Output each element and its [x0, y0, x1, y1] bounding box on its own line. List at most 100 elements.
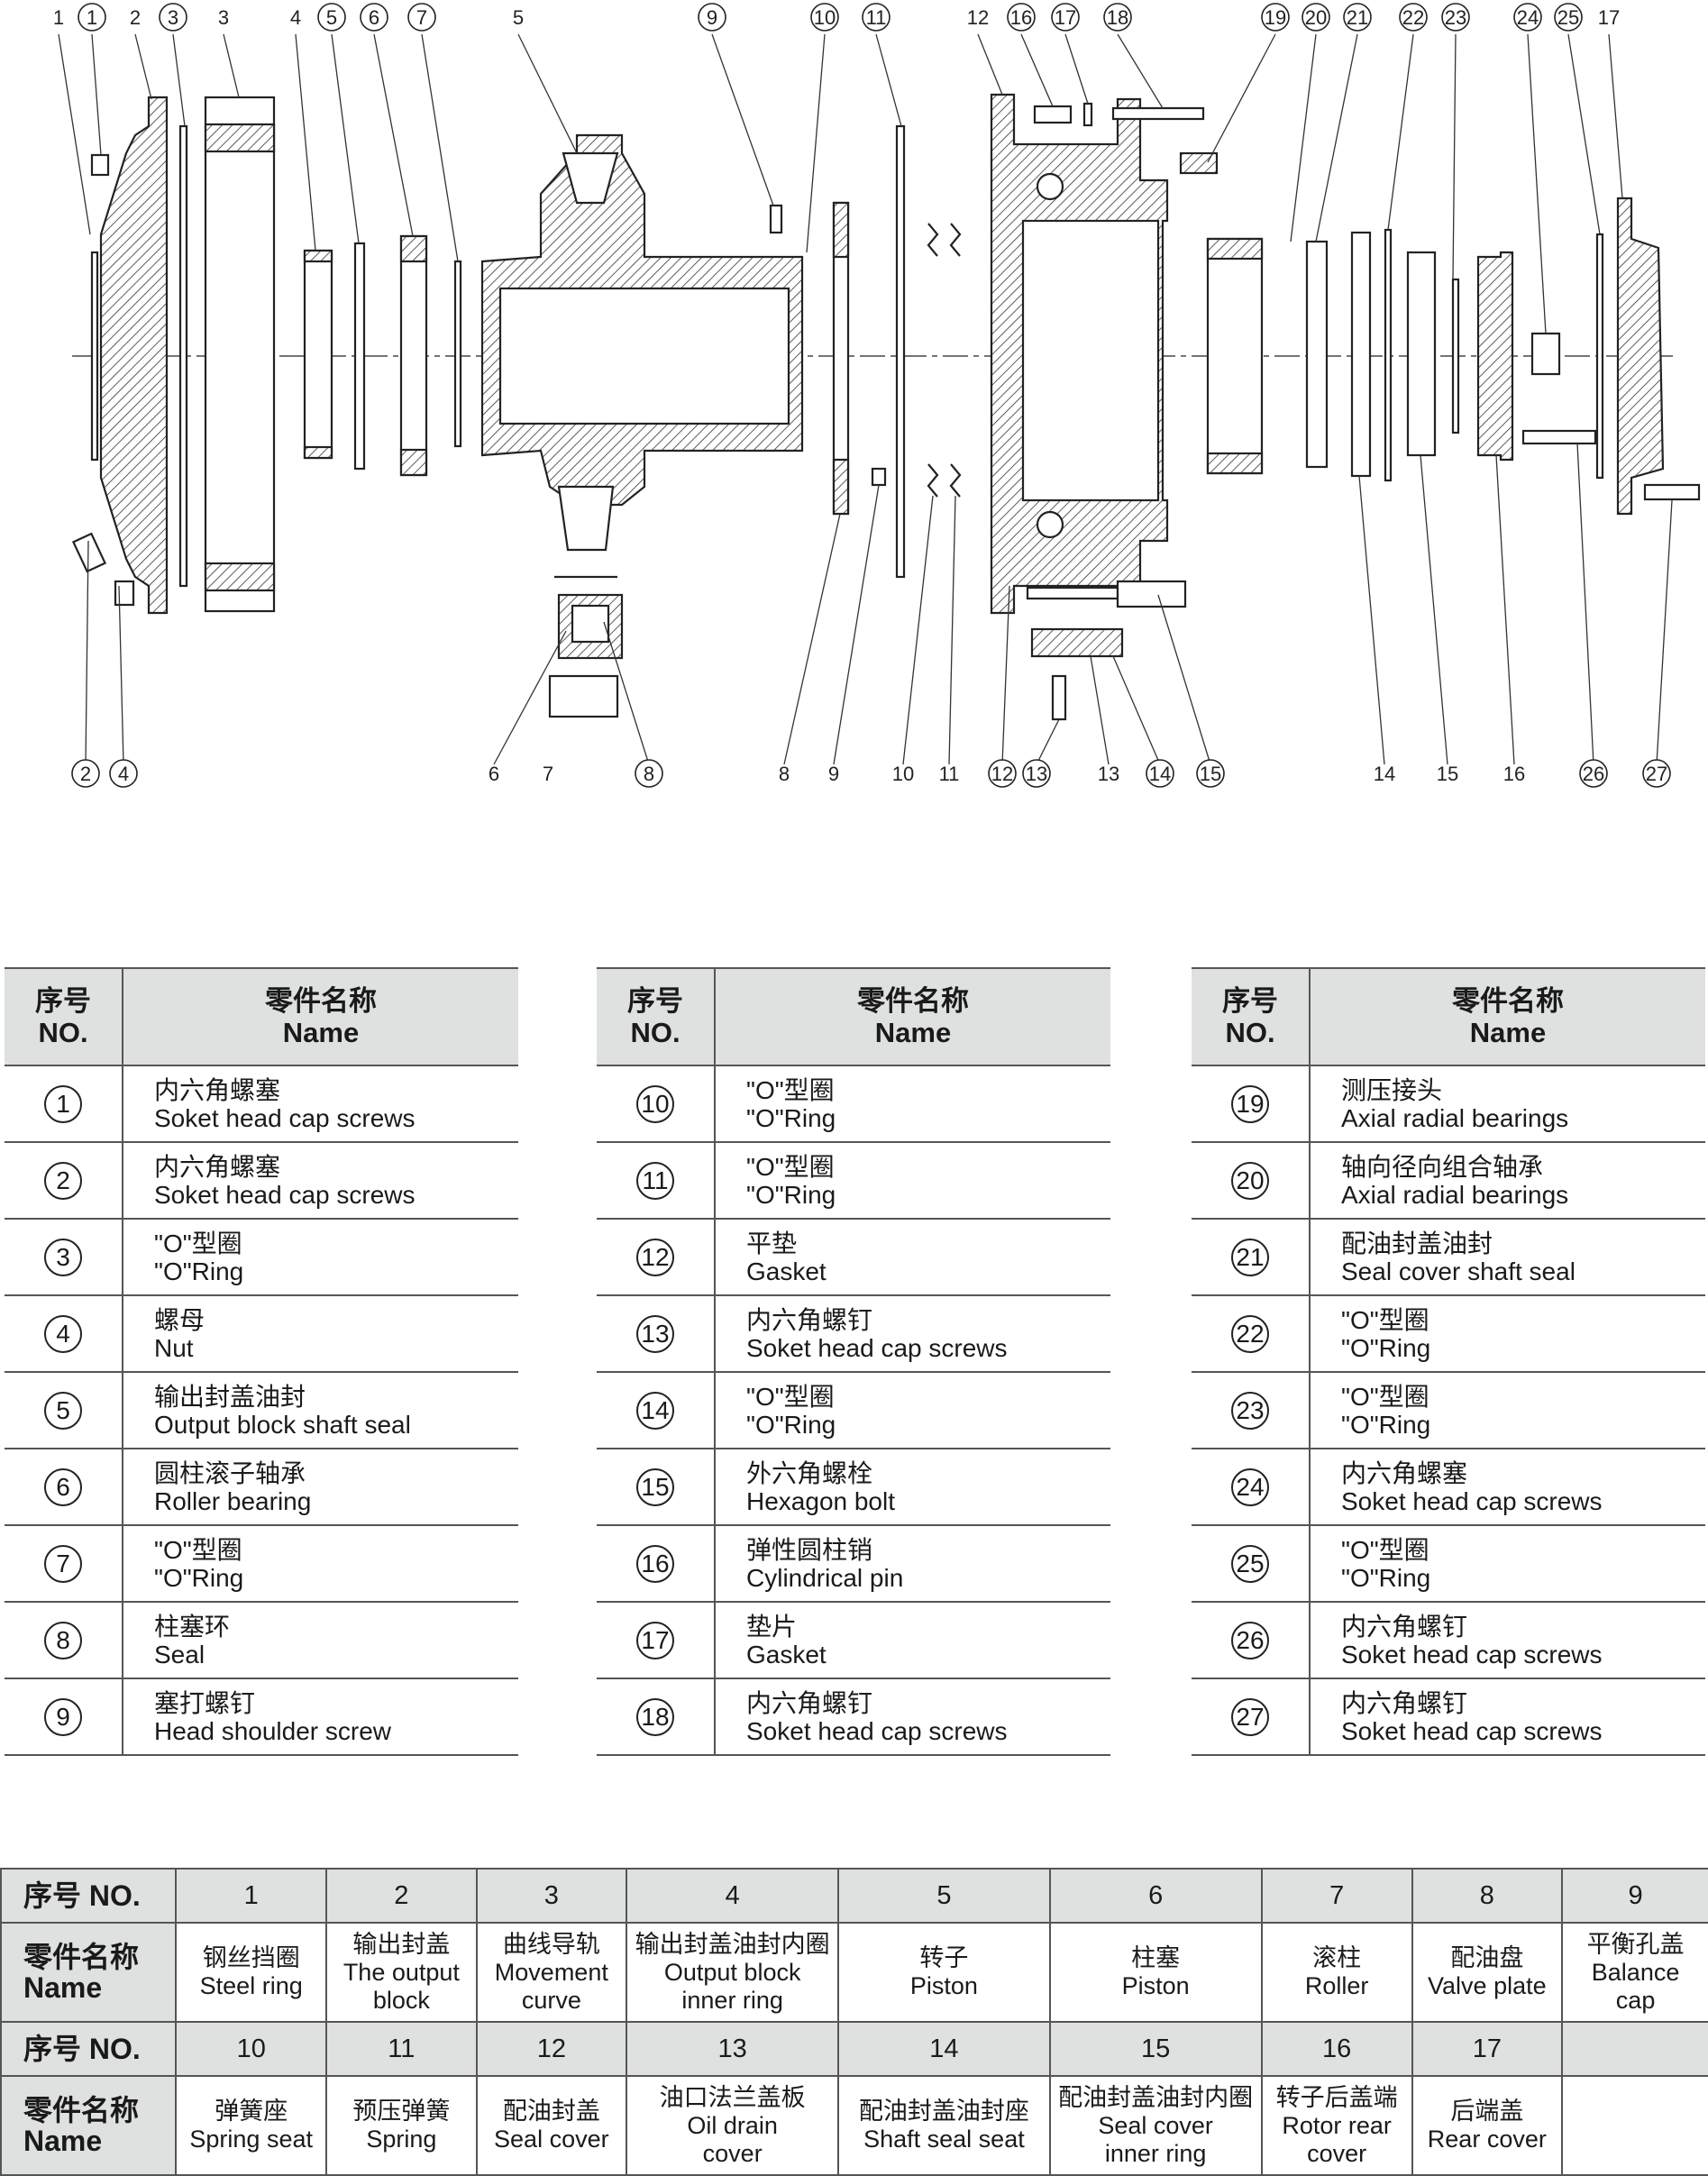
callout-number: 8 — [644, 763, 654, 785]
callout-number: 4 — [118, 763, 129, 785]
leader-line — [295, 33, 316, 251]
callout-number: 19 — [1265, 6, 1286, 29]
callout-circle — [635, 759, 663, 788]
part-number-cell: 6 — [1048, 1868, 1263, 1924]
leader-line — [977, 33, 1003, 96]
part-name-line: 平衡孔盖 — [1586, 1930, 1685, 1958]
part-number-badge: 1 — [44, 1084, 82, 1123]
callout-number: 15 — [1437, 763, 1458, 785]
part-number-cell: 14 — [837, 2021, 1051, 2077]
callout-number: 11 — [939, 763, 960, 785]
part-name-cn: 配油封盖油封 — [1341, 1229, 1493, 1257]
leader-line — [1112, 655, 1161, 765]
header-no-en: NO. — [630, 1017, 680, 1048]
part-name-cn: "O"型圈 — [746, 1075, 835, 1104]
part-number-badge: 21 — [1231, 1238, 1269, 1276]
leader-line — [223, 33, 240, 98]
callout-circle — [1513, 3, 1542, 32]
callout-number: 12 — [991, 763, 1013, 785]
part-name-cn: 内六角螺塞 — [154, 1152, 281, 1181]
callout-number: 7 — [543, 763, 553, 785]
callout-number: 9 — [707, 6, 717, 29]
callout-number: 7 — [416, 6, 427, 29]
callout-number: 10 — [814, 6, 836, 29]
part-name-line: Roller — [1304, 1972, 1369, 1999]
callout-number: 10 — [892, 763, 914, 785]
part-number-cell: 4 — [626, 1868, 840, 1924]
part-name-cn: 弹性圆柱销 — [746, 1535, 873, 1564]
callout-number: 22 — [1402, 6, 1424, 29]
callout-number: 20 — [1305, 6, 1327, 29]
part-number-badge: 11 — [636, 1161, 674, 1200]
callout-number: 3 — [218, 6, 229, 29]
leader-line — [517, 33, 578, 154]
part-name-line: Seal cover — [1098, 2111, 1213, 2139]
part-name-en: Soket head cap screws — [746, 1333, 1008, 1362]
callout-number: 5 — [513, 6, 524, 29]
callout-circle — [1261, 3, 1290, 32]
callout-number: 25 — [1557, 6, 1579, 29]
part-number-cell: 13 — [626, 2021, 840, 2077]
part-name-en: Soket head cap screws — [154, 1180, 416, 1209]
leader-line — [1064, 33, 1089, 105]
part-number-cell: 9 — [1561, 1868, 1708, 1924]
callout-number: 1 — [53, 6, 64, 29]
callout-number: 11 — [866, 6, 887, 29]
callout-circle — [78, 3, 106, 32]
leader-line — [1290, 33, 1317, 242]
callout-number: 9 — [828, 763, 839, 785]
callout-number: 17 — [1598, 6, 1620, 29]
header-name-cn: 零件名称 — [1452, 985, 1564, 1017]
part-name-line: cover — [702, 2139, 763, 2167]
part-number-cell — [1561, 2021, 1708, 2077]
callout-circle — [1554, 3, 1583, 32]
callout-number: 3 — [168, 6, 178, 29]
leader-line — [1090, 655, 1110, 765]
part-name-en: Gasket — [746, 1257, 827, 1285]
part-number-badge: 13 — [636, 1314, 674, 1353]
callout-number: 16 — [1503, 763, 1525, 785]
leader-line — [1527, 33, 1547, 334]
callout-circle — [1146, 759, 1174, 788]
callout-circle — [810, 3, 839, 32]
header-name-en: Name — [1469, 1017, 1547, 1048]
part-number-badge: 22 — [1231, 1314, 1269, 1353]
leader-line — [1020, 33, 1054, 107]
part-number-badge: 23 — [1231, 1391, 1269, 1430]
part-name-line: Balance — [1591, 1958, 1680, 1986]
callout-number: 16 — [1010, 6, 1032, 29]
part-name-en: "O"Ring — [154, 1563, 244, 1592]
callout-circle — [1441, 3, 1470, 32]
part-name-cn: 内六角螺塞 — [1341, 1458, 1468, 1487]
part-name-line: cap — [1615, 1986, 1656, 2014]
part-number-cell: 17 — [1411, 2021, 1564, 2077]
part-name-line: 输出封盖油封内圈 — [635, 1930, 830, 1958]
part-name-en: Seal — [154, 1640, 206, 1669]
leader-line — [1001, 585, 1010, 765]
part-number-badge: 3 — [44, 1238, 82, 1276]
header-name-cn: 零件名称 — [857, 985, 969, 1017]
part-name-line: inner ring — [681, 1986, 783, 2014]
callout-circle — [1399, 3, 1428, 32]
leader-line — [493, 630, 567, 765]
